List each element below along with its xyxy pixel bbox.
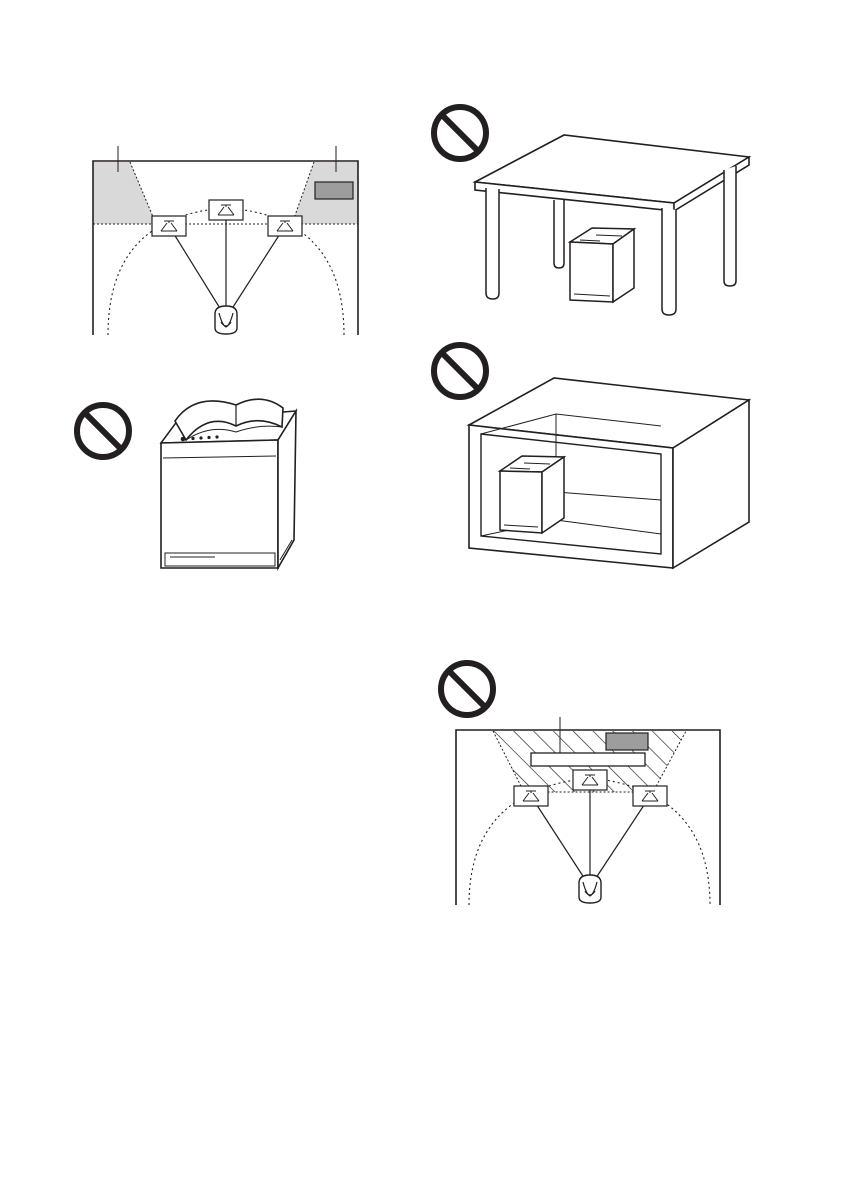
table-leg-back-left <box>554 200 564 268</box>
listener-icon <box>215 306 237 334</box>
subwoofer-under-table <box>434 107 749 315</box>
front-left-speaker <box>514 786 548 806</box>
av-device <box>606 733 648 750</box>
av-device <box>315 182 353 199</box>
center-speaker <box>209 200 243 220</box>
prohibited-icon <box>434 107 486 159</box>
subwoofer-front <box>161 440 278 568</box>
center-speaker <box>573 770 607 790</box>
table-leg-front-left <box>486 188 499 299</box>
subwoofer-in-shelf <box>434 345 749 568</box>
subwoofer-front <box>570 242 613 302</box>
table-leg-back-right <box>724 166 736 286</box>
listener-icon <box>579 875 601 903</box>
tv-stand <box>531 753 645 766</box>
front-right-speaker <box>268 216 302 236</box>
left-placement-zone <box>93 162 156 224</box>
prohibited-icon <box>441 663 493 715</box>
prohibited-placement-diagram <box>441 663 720 905</box>
prohibited-icon <box>77 405 129 457</box>
front-left-speaker <box>152 216 186 236</box>
front-right-speaker <box>633 786 667 806</box>
recommended-placement-diagram <box>93 146 358 335</box>
table-leg-front-right <box>662 208 676 315</box>
subwoofer-front <box>500 471 542 533</box>
subwoofer-side <box>278 411 296 568</box>
prohibited-icon <box>434 345 486 397</box>
subwoofer-covered-by-book <box>77 399 296 568</box>
